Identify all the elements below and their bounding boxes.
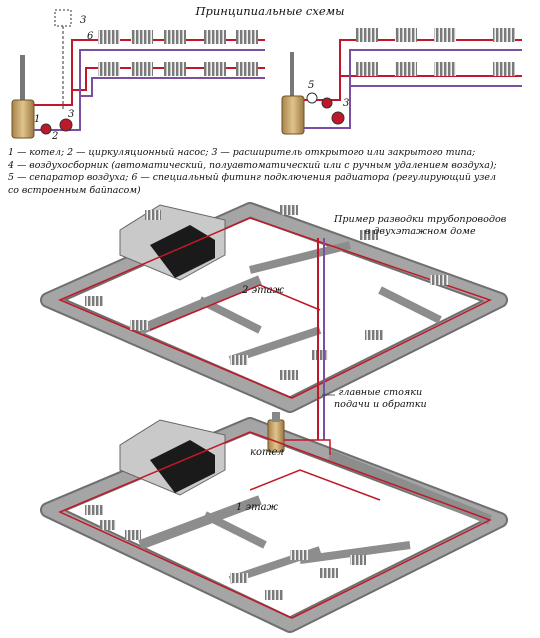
radiators-left-row2 (98, 62, 258, 76)
chimney (20, 55, 25, 103)
floor2-radiators (85, 205, 448, 380)
pump-right-icon (321, 97, 333, 109)
scheme-right (281, 28, 522, 135)
radiators-right-row1 (356, 28, 515, 42)
house-example-line1: Пример разводки трубопроводов (334, 214, 507, 225)
pump-icon (40, 123, 52, 135)
return-pipe-left-2 (80, 77, 265, 97)
floor-1-label: 1 этаж (236, 502, 278, 513)
boiler-right (281, 95, 305, 135)
risers-caption: главные стояки подачи и обратки (334, 387, 427, 411)
floor-2-label: 2 этаж (242, 285, 284, 296)
legend-line-1: 1 — котел; 2 — циркуляционный насос; 3 —… (8, 147, 476, 158)
scheme-num-6: 6 (87, 31, 94, 42)
legend: 1 — котел; 2 — циркуляционный насос; 3 —… (8, 147, 536, 197)
scheme-num-3: 3 (68, 109, 75, 120)
scheme-num-5: 5 (308, 80, 315, 91)
risers-line1: главные стояки (338, 387, 423, 398)
return-pipe-left (34, 49, 265, 131)
schemes-title: Принципиальные схемы (195, 4, 345, 18)
return-pipe-right (304, 49, 522, 129)
air-collector-icon (59, 118, 73, 132)
boiler-label: котел (250, 447, 284, 458)
floor-2-plan (40, 202, 508, 413)
supply-pipe-right (304, 39, 522, 101)
legend-line-4: со встроенным байпасом) (8, 184, 141, 196)
radiators-right-row2 (356, 62, 515, 76)
house-example-caption: Пример разводки трубопроводов в двухэтаж… (334, 214, 506, 238)
scheme-num-3-top: 3 (80, 15, 87, 26)
main-risers (317, 238, 335, 440)
chimney-right (290, 52, 294, 100)
scheme-num-3-right: 3 (343, 98, 350, 109)
legend-line-2: 4 — воздухосборник (автоматический, полу… (8, 159, 497, 171)
radiators-left-row1 (98, 30, 258, 44)
expansion-tank-icon (54, 9, 72, 27)
scheme-num-2: 2 (52, 131, 59, 142)
risers-line2: подачи и обратки (334, 399, 427, 410)
separator-icon (306, 92, 318, 104)
air-collector-right-icon (331, 111, 345, 125)
house-example-line2: в двухэтажном доме (364, 226, 476, 237)
legend-line-3: 5 — сепаратор воздуха; 6 — специальный ф… (8, 172, 496, 184)
boiler-1 (11, 99, 35, 139)
floor1-radiators (85, 505, 366, 600)
scheme-num-1: 1 (34, 114, 41, 125)
floor-1-plan (40, 412, 508, 633)
scheme-left (11, 9, 265, 139)
